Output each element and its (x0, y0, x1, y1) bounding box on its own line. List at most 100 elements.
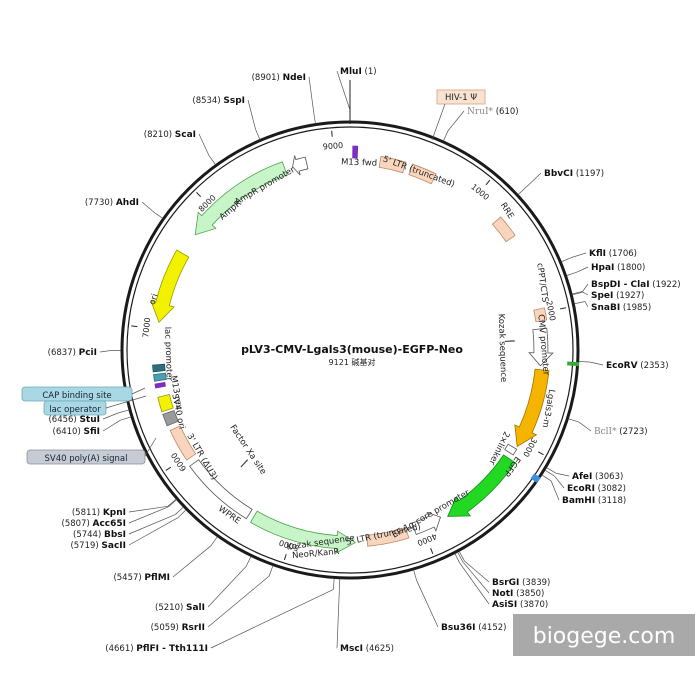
site-leader (245, 556, 252, 567)
site-leader (172, 545, 212, 578)
watermark-box (513, 614, 695, 656)
site-leader (333, 578, 335, 590)
site-label-ahdi: (7730) AhdI (85, 198, 139, 208)
site-leader (336, 70, 351, 111)
cppt-box (533, 307, 548, 323)
site-leader (208, 155, 216, 165)
ltr3-box (169, 425, 197, 461)
lgals3-arrow (514, 368, 550, 448)
site-leader (571, 291, 583, 295)
site-leader (207, 575, 270, 628)
m13-rev-mark (154, 381, 166, 389)
cmv-promoter-arrow (528, 327, 554, 367)
site-leader (416, 580, 439, 628)
site-leader (168, 499, 177, 508)
site-label-mlui: MluI (1) (340, 67, 377, 77)
site-leader (210, 589, 334, 649)
site-leader (582, 283, 589, 292)
backbone-inner-ring (126, 126, 574, 574)
cap-site-mark (152, 363, 166, 373)
site-label-pcii: (6837) PciI (48, 348, 97, 358)
lac-promoter-label: lac promoter (162, 327, 174, 382)
site-leader (589, 361, 604, 366)
site-leader (102, 419, 121, 432)
sv40-polya-leader (144, 437, 157, 457)
ori-label: ori (148, 293, 161, 307)
site-leader (574, 301, 586, 305)
site-leader (555, 472, 570, 477)
tick-mark (559, 307, 567, 310)
site-leader (525, 172, 542, 188)
site-leader (561, 257, 572, 263)
plasmid-name: pLV3-CMV-Lgals3(mouse)-EGFP-Neo (241, 343, 463, 356)
hiv-psi-box (436, 89, 486, 105)
site-label-ecorv: EcoRV (2353) (606, 361, 669, 371)
site-leader (128, 514, 176, 535)
site-leader (576, 266, 589, 273)
site-label-sspi: (8534) SspI (192, 96, 245, 106)
site-leader (99, 350, 111, 353)
site-label-msci: MscI (4625) (340, 644, 394, 654)
kozak-seq-1-label: Kozak sequence (496, 313, 508, 382)
site-leader (175, 506, 184, 515)
tick-mark (196, 192, 202, 198)
ltr5-lower-box (366, 527, 410, 547)
site-leader (582, 291, 589, 296)
hiv-psi-leader (431, 103, 446, 141)
site-leader (571, 252, 587, 258)
site-label-bsrgi: BsrGI (3839) (492, 578, 550, 588)
site-leader (578, 361, 590, 363)
site-leader (247, 99, 256, 130)
site-layer: MluI (1)NruI* (610)BbvCI (1197)KflI (170… (48, 67, 681, 654)
feature-labels: HIV-1 Ψ M13 fwd 5' LTR (truncated) RRE c… (148, 89, 556, 561)
site-leader (578, 421, 592, 432)
site-leader (454, 553, 461, 564)
site-label-ndei: (8901) NdeI (252, 73, 306, 83)
m13-fwd-label: M13 fwd (341, 157, 377, 168)
site-leader (153, 211, 163, 219)
site-leader (313, 112, 316, 124)
cppt-label: cPPT/CTS (534, 262, 549, 303)
ef1a-arrow (411, 511, 441, 535)
linker-box (504, 443, 518, 456)
mcs-blue-mark (530, 473, 541, 483)
site-label-stui: (6456) StuI (48, 415, 100, 425)
site-label-bbvci: BbvCI (1197) (544, 169, 604, 179)
site-label-bsu36i: Bsu36I (4152) (441, 623, 506, 633)
tick-mark (165, 466, 172, 471)
site-label-bspdi-clai: BspDI - ClaI (1922) (591, 280, 681, 290)
plasmid-size: 9121 碱基对 (329, 357, 376, 367)
site-label-nrui-: NruI* (610) (467, 107, 519, 117)
site-leader (255, 129, 261, 140)
rre-box (491, 216, 516, 243)
site-label-hpai: HpaI (1800) (591, 263, 645, 273)
site-label-noti: NotI (3850) (492, 589, 544, 599)
site-label-asisi: AsiSI (3870) (492, 600, 548, 610)
site-label-rsrii: (5059) RsrII (151, 623, 205, 633)
site-leader (550, 480, 560, 501)
site-leader (458, 551, 465, 562)
ltr5-box-a (378, 155, 407, 174)
site-leader (584, 301, 589, 308)
lac-operator-mark (153, 372, 167, 382)
site-leader (207, 566, 247, 608)
sv40-polya-callout-label: SV40 poly(A) signal (44, 454, 127, 464)
neo-label: NeoR/KanR (292, 547, 340, 561)
factor-xa-label: Factor Xa site (227, 423, 268, 477)
site-label-kpni: (5811) KpnI (72, 508, 126, 518)
cap-callout-leader (131, 387, 146, 395)
neo-arrow (250, 510, 357, 554)
site-label-snabi: SnaBI (1985) (591, 303, 651, 313)
ltr5-label: 5' LTR (truncated) (381, 154, 456, 189)
tick-label: 4000 (416, 531, 438, 547)
site-leader (268, 565, 274, 577)
tick-label: 2000 (544, 300, 557, 322)
ampr-promoter-arrow (292, 155, 309, 176)
site-leader (464, 560, 490, 583)
site-leader (128, 517, 179, 546)
site-leader (198, 133, 210, 156)
callouts: CAP binding site lac operator SV40 poly(… (21, 386, 157, 465)
site-label-pflfi-tth111i: (4661) PflFI - Tth111I (105, 644, 208, 654)
ecorv-green-mark (567, 361, 580, 367)
